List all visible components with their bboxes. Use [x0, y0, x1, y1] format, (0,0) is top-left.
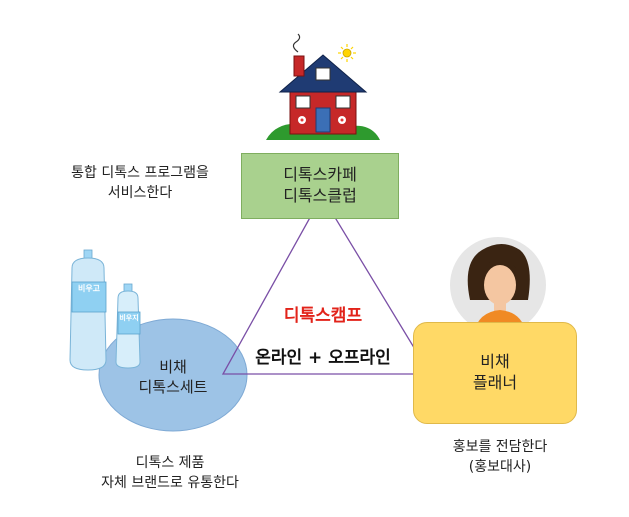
bottle-label-small: 비우지	[119, 314, 139, 322]
planner-label: 비채 플래너	[472, 352, 518, 392]
house-illustration	[266, 33, 380, 140]
detox-camp-title: 디톡스캠프	[283, 306, 363, 326]
bottle-label-large: 비우고	[77, 284, 101, 293]
detox-cafe-box	[241, 153, 399, 219]
connection-triangle	[221, 194, 432, 375]
product-brand-caption: 디톡스 제품 자체 브랜드로 유통한다	[101, 455, 239, 491]
ambassador-avatar	[450, 237, 546, 333]
water-bottles-illustration	[69, 249, 141, 371]
promotion-caption: 홍보를 전담한다 (홍보대사)	[452, 439, 548, 475]
online-offline-label: 온라인 + 오프라인	[255, 348, 391, 368]
detox-cafe-label: 디톡스카페 디톡스클럽	[283, 165, 357, 205]
planner-box	[413, 322, 577, 424]
detox-set-label: 비채 디톡스세트	[138, 358, 208, 396]
cafe-service-caption: 통합 디톡스 프로그램을 서비스한다	[71, 165, 209, 201]
